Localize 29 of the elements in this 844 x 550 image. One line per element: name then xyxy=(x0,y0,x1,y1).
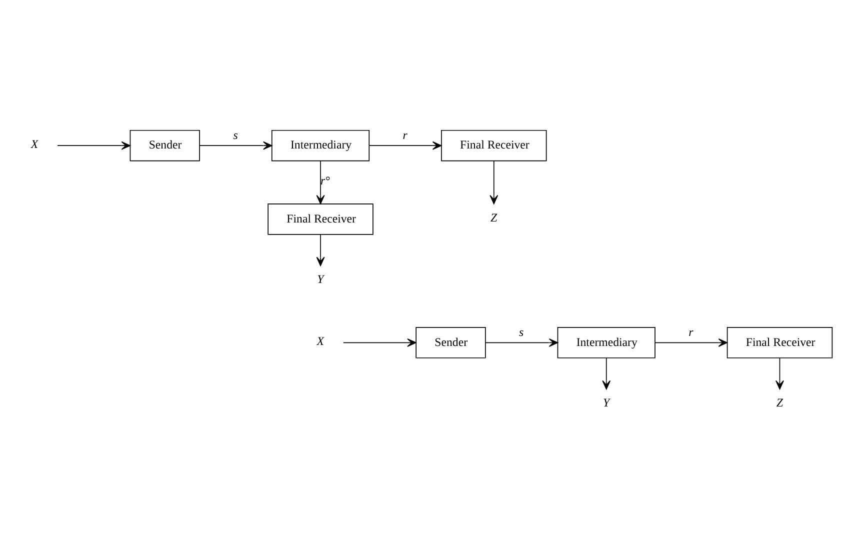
edge-label: s xyxy=(233,128,238,142)
node-box: Intermediary xyxy=(557,327,656,358)
arrow xyxy=(485,338,558,347)
edge-label: s xyxy=(519,325,524,340)
arrow xyxy=(57,141,131,150)
edge-label: r° xyxy=(320,174,330,188)
arrow xyxy=(368,141,442,150)
arrow xyxy=(316,160,325,204)
node-box: Sender xyxy=(130,130,200,162)
edge-label: r xyxy=(402,128,408,142)
node-text: Z xyxy=(776,396,783,410)
node-box: Intermediary xyxy=(271,130,370,162)
node-text: Y xyxy=(602,396,610,410)
arrow xyxy=(602,358,611,390)
node-box: Final Receiver xyxy=(726,327,833,358)
node-text: Z xyxy=(490,210,498,224)
arrow xyxy=(199,141,272,150)
node-box: Sender xyxy=(416,327,486,358)
node-text: Y xyxy=(317,272,324,286)
arrow xyxy=(654,338,728,347)
edge-label: r xyxy=(688,325,694,340)
arrow xyxy=(490,160,498,204)
arrow xyxy=(776,358,784,390)
arrow xyxy=(342,338,416,347)
node-text: X xyxy=(30,136,38,151)
arrow xyxy=(316,234,325,266)
node-box: Final Receiver xyxy=(441,130,547,162)
node-text: X xyxy=(316,334,324,348)
node-box: Final Receiver xyxy=(268,204,374,235)
